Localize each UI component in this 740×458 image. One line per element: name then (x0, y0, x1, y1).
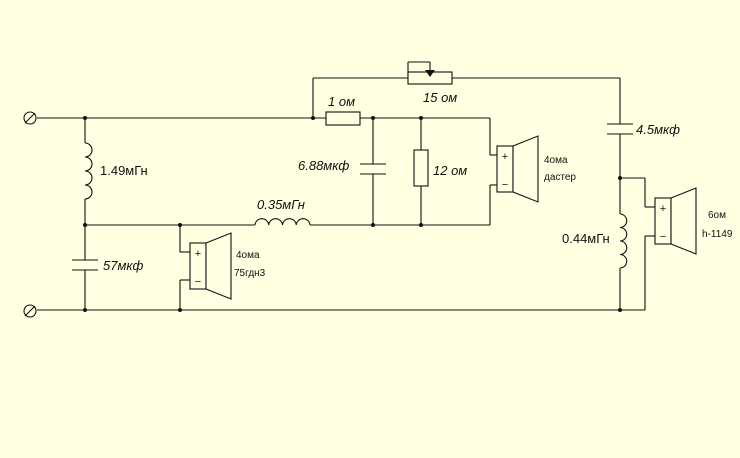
junction-dots (83, 116, 622, 312)
shunt-resistor-label: 12 ом (433, 163, 467, 178)
main-inductor (84, 142, 93, 200)
tweeter-capacitor-label: 4.5мкф (636, 122, 680, 137)
junction-dot (178, 308, 182, 312)
main-inductor-label: 1.49мГн (100, 163, 148, 178)
mid-capacitor-label: 6.88мкф (298, 158, 349, 173)
bass-speaker-minus: − (195, 276, 201, 288)
junction-dot (419, 116, 423, 120)
junction-dot (419, 223, 423, 227)
junction-dot (311, 116, 315, 120)
tweeter-speaker-impedance: 6ом (708, 210, 726, 221)
junction-dot (371, 223, 375, 227)
tweeter-speaker: + − (654, 187, 697, 255)
wires (37, 61, 655, 311)
junction-dot (83, 308, 87, 312)
bass-capacitor-label: 57мкф (103, 258, 144, 273)
input-terminal-top (23, 111, 37, 125)
potentiometer-label: 15 ом (423, 90, 457, 105)
tweeter-capacitor (607, 123, 633, 135)
bass-capacitor (72, 259, 98, 271)
tweeter-inductor (619, 213, 628, 269)
series-resistor-label: 1 ом (328, 94, 355, 109)
tweeter-speaker-model: h-1149 (702, 229, 733, 240)
series-resistor (325, 111, 361, 126)
mid-speaker-impedance: 4ома (544, 155, 568, 166)
mid-speaker-minus: − (502, 179, 508, 191)
tweeter-inductor-label: 0.44мГн (562, 231, 610, 246)
mid-capacitor (360, 163, 386, 175)
shunt-resistor (413, 149, 429, 187)
bass-speaker-plus: + (195, 248, 201, 260)
junction-dot (618, 308, 622, 312)
potentiometer (407, 70, 453, 85)
mid-speaker-model: дастер (544, 172, 576, 183)
junction-dot (178, 223, 182, 227)
junction-dot (83, 223, 87, 227)
tweeter-speaker-minus: − (660, 231, 666, 243)
junction-dot (83, 116, 87, 120)
junction-dot (618, 176, 622, 180)
bass-speaker: + − (189, 232, 232, 300)
junction-dot (371, 116, 375, 120)
mid-speaker-plus: + (502, 151, 508, 163)
bass-speaker-impedance: 4ома (236, 250, 260, 261)
mid-speaker: + − (496, 135, 539, 203)
input-terminal-bottom (23, 304, 37, 318)
tweeter-speaker-plus: + (660, 203, 666, 215)
bass-speaker-model: 75гдн3 (234, 268, 266, 279)
mid-inductor-label: 0.35мГн (257, 197, 305, 212)
mid-inductor (254, 218, 311, 226)
